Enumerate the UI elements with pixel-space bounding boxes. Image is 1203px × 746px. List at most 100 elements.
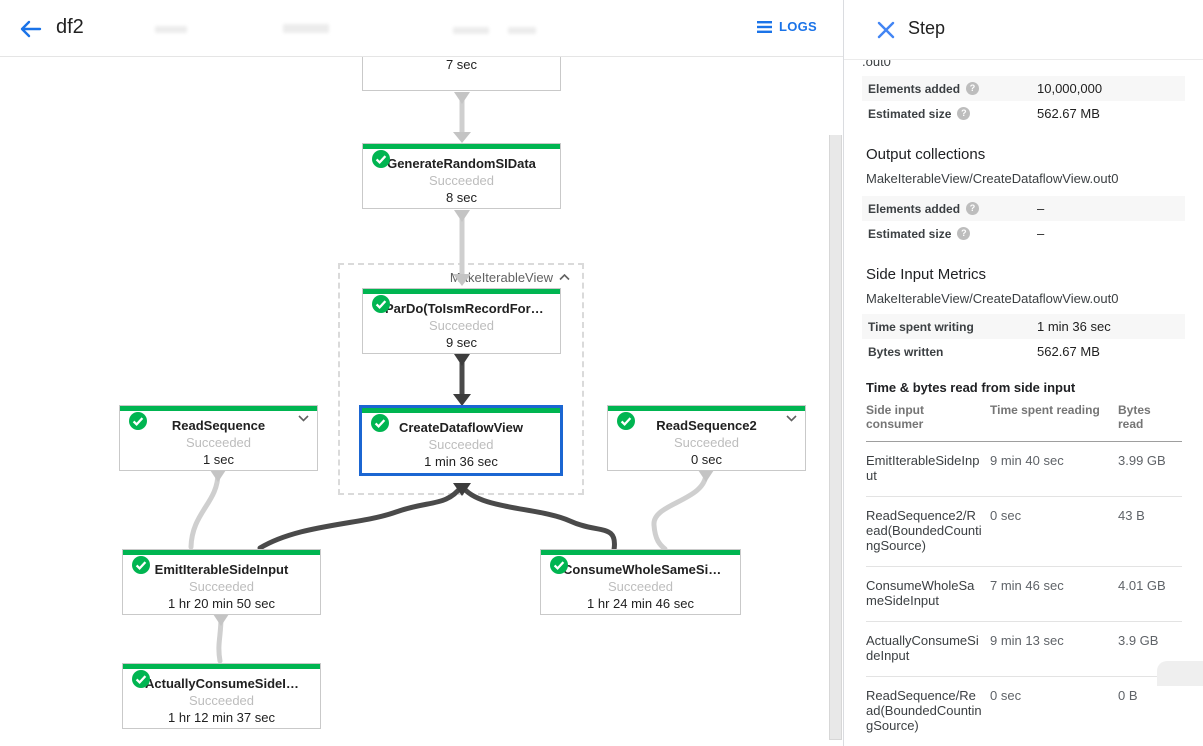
node-duration: 1 sec [202, 452, 235, 467]
status-bar [363, 144, 560, 149]
chevron-down-icon[interactable] [298, 415, 309, 422]
edge-createview-to-consume [459, 483, 617, 553]
metric-row: Estimated size ? 562.67 MB [862, 101, 1185, 126]
side-input-metrics-heading: Side Input Metrics [866, 266, 987, 283]
redacted-text [453, 27, 489, 34]
graph-node-emititerablesideinput[interactable]: EmitIterableSideInput Succeeded 1 hr 20 … [122, 549, 321, 615]
table-row: ReadSequence/Read(BoundedCountingSource)… [866, 676, 1182, 746]
table-header-row: Side input consumer Time spent reading B… [866, 397, 1182, 442]
check-circle-icon [372, 295, 390, 313]
node-status: Succeeded [188, 693, 255, 708]
output-collection-name: MakeIterableView/CreateDataflowView.out0 [866, 171, 1119, 186]
metric-row: Estimated size ? – [862, 221, 1185, 246]
graph-node-pardo-toismrecord[interactable]: ParDo(ToIsmRecordFor… Succeeded 9 sec [362, 288, 561, 354]
cell-time: 9 min 40 sec [990, 441, 1118, 497]
help-icon[interactable]: ? [957, 107, 971, 120]
help-icon[interactable]: ? [966, 202, 980, 215]
edge-readsequence-to-emit [188, 470, 221, 550]
metric-label: Time spent writing [868, 319, 974, 334]
app-bar: df2 LOGS [0, 0, 843, 57]
back-arrow-icon[interactable] [16, 15, 44, 43]
status-bar [120, 406, 317, 411]
node-status: Succeeded [673, 435, 740, 450]
cell-consumer: ReadSequence/Read(BoundedCountingSource) [866, 676, 990, 746]
node-duration: 1 min 36 sec [424, 454, 498, 469]
check-circle-icon [617, 412, 635, 430]
check-circle-icon [372, 150, 390, 168]
status-bar [123, 664, 320, 669]
table-row: ReadSequence2/Read(BoundedCountingSource… [866, 496, 1182, 567]
node-status: Succeeded [428, 318, 495, 333]
node-status: Succeeded [188, 579, 255, 594]
graph-node-createdataflowview[interactable]: CreateDataflowView Succeeded 1 min 36 se… [359, 405, 563, 476]
cell-time: 7 min 46 sec [990, 566, 1118, 622]
metric-value: 562.67 MB [1037, 106, 1100, 121]
node-title: ActuallyConsumeSideI… [145, 676, 299, 691]
cell-bytes: 43 B [1118, 496, 1182, 567]
input-collection-metrics: Elements added ? 10,000,000 Estimated si… [862, 76, 1185, 126]
metric-value: 562.67 MB [1037, 344, 1100, 359]
panel-scroll-indicator[interactable] [1157, 661, 1203, 686]
step-details-panel: .out0 Elements added ? 10,000,000 Estima… [843, 0, 1203, 746]
metric-row: Time spent writing 1 min 36 sec [862, 314, 1185, 339]
node-title: ConsumeWholeSameSi… [563, 562, 722, 577]
logs-button-label: LOGS [778, 19, 817, 34]
node-duration: 1 hr 12 min 37 sec [168, 710, 275, 725]
logs-button[interactable]: LOGS [756, 19, 817, 34]
help-icon[interactable]: ? [966, 82, 980, 95]
node-duration: 8 sec [445, 190, 478, 205]
cell-time: 9 min 13 sec [990, 621, 1118, 677]
col-bytes-read: Bytes read [1118, 397, 1182, 442]
cell-consumer: EmitIterableSideInput [866, 441, 990, 497]
col-side-input-consumer: Side input consumer [866, 397, 990, 442]
node-title: GenerateRandomSIData [387, 156, 536, 171]
graph-node-readsequence2[interactable]: ReadSequence2 Succeeded 0 sec [607, 405, 806, 471]
node-title: ReadSequence [171, 418, 266, 433]
close-icon[interactable] [876, 20, 896, 40]
graph-node-readsequence[interactable]: ReadSequence Succeeded 1 sec [119, 405, 318, 471]
node-duration: 0 sec [690, 452, 723, 467]
metric-label: Elements added [868, 81, 961, 96]
edge-readsequence2-to-consume [651, 470, 709, 552]
check-circle-icon [132, 556, 150, 574]
cell-bytes: 3.99 GB [1118, 441, 1182, 497]
node-duration: 1 hr 20 min 50 sec [168, 596, 275, 611]
graph-node-actuallyconsumesideinput[interactable]: ActuallyConsumeSideI… Succeeded 1 hr 12 … [122, 663, 321, 729]
chevron-up-icon [559, 274, 570, 281]
side-input-collection-name: MakeIterableView/CreateDataflowView.out0 [866, 291, 1119, 306]
metric-value: – [1037, 226, 1045, 241]
node-status: Succeeded [428, 437, 494, 452]
side-input-table: Side input consumer Time spent reading B… [866, 397, 1182, 746]
metric-label: Bytes written [868, 344, 944, 359]
node-title: ParDo(ToIsmRecordFor… [385, 301, 544, 316]
node-duration: 7 sec [445, 57, 478, 72]
metric-value: 1 min 36 sec [1037, 319, 1111, 334]
edge-createview-to-emit [257, 483, 465, 551]
job-title: df2 [56, 16, 84, 38]
chevron-down-icon[interactable] [786, 415, 797, 422]
cell-time: 0 sec [990, 676, 1118, 746]
node-status: Succeeded [185, 435, 252, 450]
redacted-text [508, 27, 536, 34]
check-circle-icon [371, 414, 389, 432]
cell-consumer: ConsumeWholeSameSideInput [866, 566, 990, 622]
graph-node-consumewholesamesideinput[interactable]: ConsumeWholeSameSi… Succeeded 1 hr 24 mi… [540, 549, 741, 615]
panel-title: Step [908, 18, 946, 38]
node-status: Succeeded [607, 579, 674, 594]
cell-bytes: 4.01 GB [1118, 566, 1182, 622]
node-title: ReadSequence2 [656, 418, 757, 433]
side-input-table-heading: Time & bytes read from side input [866, 380, 1076, 395]
step-panel-header: Step [844, 0, 1203, 60]
status-bar [541, 550, 740, 555]
group-label[interactable]: MakeIterableView [450, 270, 570, 285]
node-title: EmitIterableSideInput [154, 562, 289, 577]
node-status: Succeeded [428, 173, 495, 188]
metric-value: 10,000,000 [1037, 81, 1103, 96]
graph-vertical-scrollbar[interactable] [829, 135, 842, 740]
cell-consumer: ActuallyConsumeSideInput [866, 621, 990, 677]
node-duration: 9 sec [445, 335, 478, 350]
check-circle-icon [132, 670, 150, 688]
graph-node-generaterandomsidata[interactable]: GenerateRandomSIData Succeeded 8 sec [362, 143, 561, 209]
help-icon[interactable]: ? [957, 227, 971, 240]
